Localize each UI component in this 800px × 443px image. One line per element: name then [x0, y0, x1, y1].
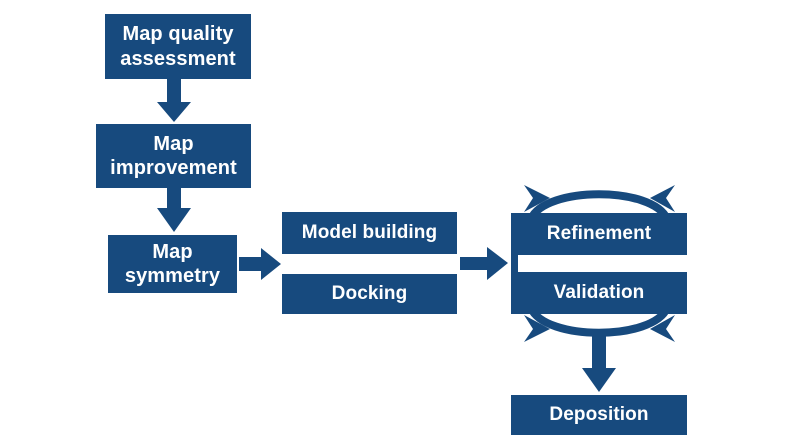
node-label-line2: symmetry: [124, 265, 221, 287]
arrow-cycle-to-deposition: [582, 330, 616, 392]
arrow-model-group-to-cycle: [460, 247, 508, 280]
node-label: Model building: [301, 222, 438, 244]
arrow-map-symmetry-to-model-group: [239, 248, 281, 280]
node-refinement[interactable]: Refinement: [511, 213, 687, 255]
node-label: Deposition: [549, 404, 649, 426]
node-model-building[interactable]: Model building: [282, 212, 457, 254]
node-label-line1: Map: [152, 240, 193, 263]
node-label-line2: assessment: [120, 47, 236, 70]
node-docking[interactable]: Docking: [282, 274, 457, 314]
node-label-line2: improvement: [110, 157, 237, 179]
arrow-map-improvement-to-map-symmetry: [157, 188, 191, 232]
node-label-line1: Map: [153, 132, 194, 155]
node-label: Refinement: [546, 223, 652, 245]
node-validation[interactable]: Validation: [511, 272, 687, 314]
cycle-left-connector-stub: [511, 255, 518, 272]
arrow-map-quality-to-map-improvement: [157, 79, 191, 122]
node-label: Validation: [553, 282, 645, 304]
node-deposition[interactable]: Deposition: [511, 395, 687, 435]
node-label-line1: Map quality: [122, 23, 234, 46]
node-label: Docking: [331, 283, 408, 305]
